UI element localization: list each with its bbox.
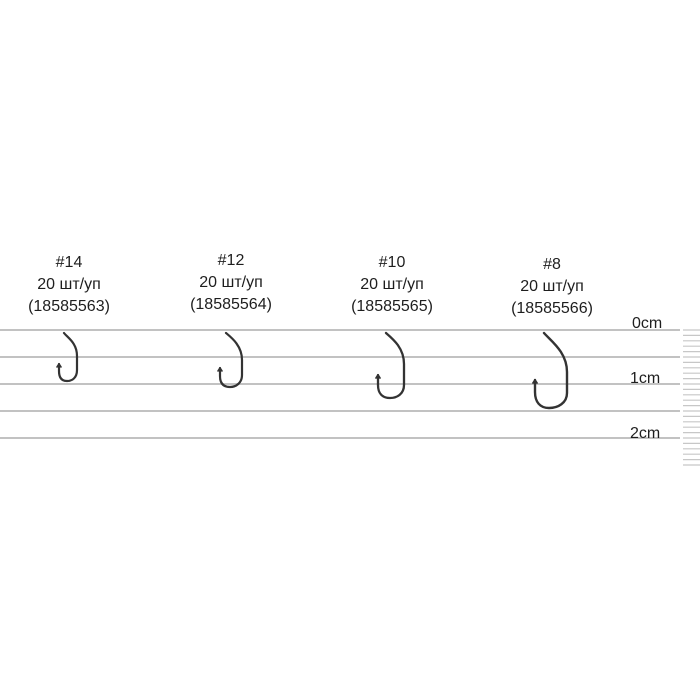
hook-label-10: #10 20 шт/уп (18585565)	[322, 252, 462, 318]
hook-pack-count: 20 шт/уп	[360, 276, 424, 293]
hook-size: #10	[378, 254, 406, 271]
hook-pack-count: 20 шт/уп	[520, 278, 584, 295]
hook-size: #8	[543, 256, 561, 273]
hook-article-code: (18585563)	[28, 298, 110, 315]
fishing-hook-icon	[375, 331, 406, 400]
hook-article-code: (18585564)	[190, 296, 272, 313]
fishing-hook-icon	[532, 331, 569, 410]
hook-label-8: #8 20 шт/уп (18585566)	[482, 254, 622, 320]
hook-pack-count: 20 шт/уп	[37, 276, 101, 293]
fishing-hook-icon	[56, 331, 79, 383]
hook-size: #12	[217, 252, 245, 269]
hook-label-12: #12 20 шт/уп (18585564)	[161, 250, 301, 316]
hook-article-code: (18585565)	[351, 298, 433, 315]
millimetre-ruler	[683, 329, 700, 466]
hook-pack-count: 20 шт/уп	[199, 274, 263, 291]
scale-label-2cm: 2cm	[630, 425, 661, 442]
scale-label-1cm: 1cm	[630, 370, 661, 387]
hook-article-code: (18585566)	[511, 300, 593, 317]
fishing-hook-icon	[217, 331, 244, 389]
hook-label-14: #14 20 шт/уп (18585563)	[0, 252, 139, 318]
scale-label-0cm: 0cm	[632, 315, 663, 332]
hook-size: #14	[55, 254, 83, 271]
